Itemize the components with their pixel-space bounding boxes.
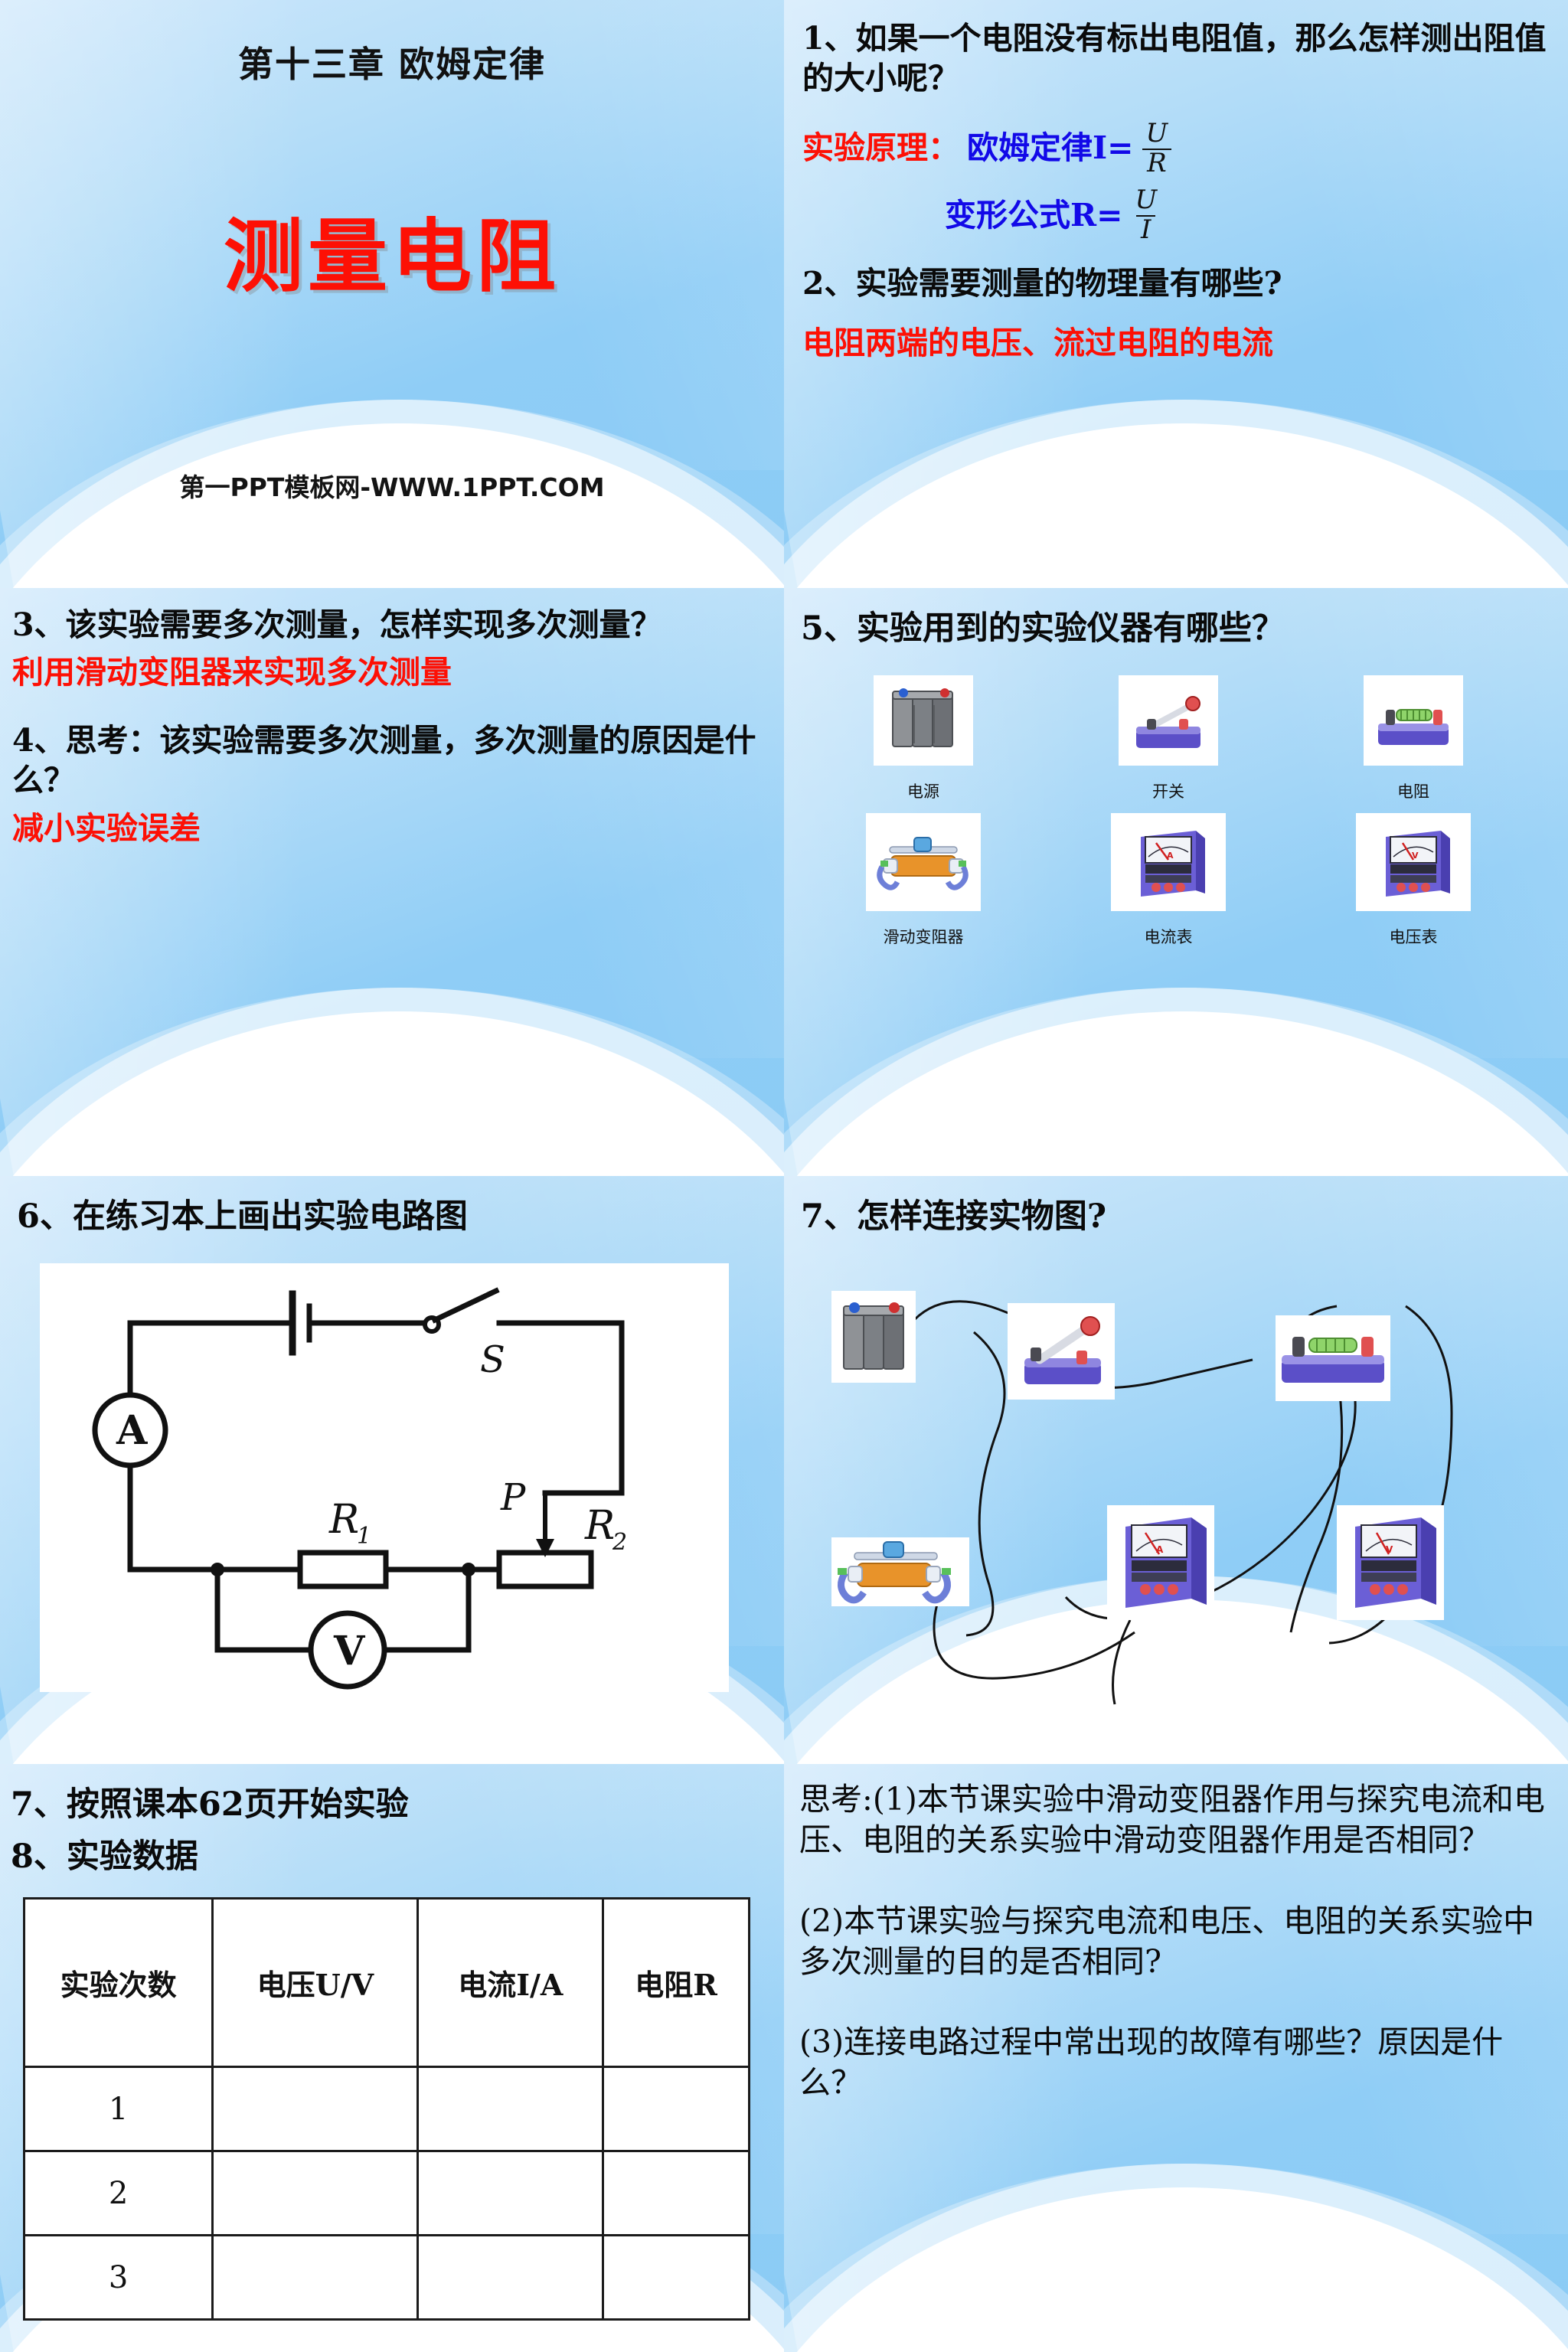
table-row: 1 <box>22 2066 750 2152</box>
apparatus-heading: 5、实验用到的实验仪器有哪些？ <box>801 609 1285 648</box>
thinking-question-1: 思考:(1)本节课实验中滑动变阻器作用与探究电流和电压、电阻的关系实验中滑动变阻… <box>799 1781 1545 1859</box>
battery-icon <box>874 675 973 766</box>
apparatus-label: 滑动变阻器 <box>883 928 964 946</box>
derived-formula-label: 变形公式R= <box>945 196 1123 234</box>
answer-4-text: 减小实验误差 <box>12 809 201 847</box>
switch-icon <box>1119 675 1218 766</box>
slide-apparatus: 5、实验用到的实验仪器有哪些？ <box>784 588 1568 1176</box>
fraction-u-over-i: U I <box>1130 187 1161 243</box>
formula-row-2: 变形公式R= U I <box>802 187 1548 243</box>
slide-circuit-diagram: 6、在练习本上画出实验电路图 <box>0 1176 784 1764</box>
apparatus-item-voltmeter[interactable]: V 电压表 <box>1291 813 1536 951</box>
page-title: 测量电阻 <box>223 210 560 303</box>
chapter-heading: 第十三章 欧姆定律 <box>237 44 546 85</box>
thinking-question-2: (2)本节课实验与探究电流和电压、电阻的关系实验中多次测量的目的是否相同? <box>799 1902 1535 1980</box>
switch-icon <box>1008 1303 1115 1400</box>
table-row: 2 <box>22 2150 750 2236</box>
experiment-step-line: 7、按照课本62页开始实验 <box>11 1785 409 1824</box>
circuit-heading: 6、在练习本上画出实验电路图 <box>17 1197 468 1236</box>
cell-current[interactable] <box>416 2066 605 2152</box>
slide-data-table: 7、按照课本62页开始实验 8、实验数据 实验次数 电压U/V 电流I/A 电阻… <box>0 1764 784 2352</box>
cell-voltage[interactable] <box>211 2066 420 2152</box>
ammeter-icon: A <box>1107 1505 1214 1620</box>
question-1-text: 1、如果一个电阻没有标出电阻值，那么怎样测出阻值的大小呢？ <box>802 20 1547 97</box>
svg-text:2: 2 <box>612 1529 627 1556</box>
apparatus-item-power[interactable]: 电源 <box>801 675 1046 813</box>
wiring-diagram: A V <box>801 1253 1566 1743</box>
question-4-text: 4、思考：该实验需要多次测量，多次测量的原因是什么？ <box>12 721 756 799</box>
apparatus-item-rheostat[interactable]: 滑动变阻器 <box>801 813 1046 951</box>
apparatus-label: 电阻 <box>1397 782 1429 801</box>
fraction-numerator: U <box>1145 117 1168 149</box>
ammeter-icon: A <box>1111 813 1226 911</box>
voltmeter-icon: V <box>1356 813 1471 911</box>
apparatus-grid: 电源 开关 <box>801 675 1536 951</box>
column-header-resistance: 电阻R <box>602 1897 750 2068</box>
column-header-voltage: 电压U/V <box>211 1897 420 2068</box>
cell-current[interactable] <box>416 2234 605 2321</box>
table-row: 3 <box>22 2234 750 2321</box>
svg-text:S: S <box>480 1338 505 1381</box>
voltmeter-icon: V <box>1337 1505 1444 1620</box>
cell-trial-index: 3 <box>22 2234 214 2321</box>
fraction-denominator: I <box>1136 214 1156 243</box>
svg-text:V: V <box>333 1628 366 1674</box>
svg-text:A: A <box>116 1407 148 1454</box>
apparatus-label: 电流表 <box>1144 928 1193 946</box>
cell-resistance[interactable] <box>602 2150 750 2236</box>
resistor-icon <box>1364 675 1463 766</box>
apparatus-item-ammeter[interactable]: A 电流表 <box>1046 813 1291 951</box>
svg-text:A: A <box>1167 851 1174 861</box>
rheostat-icon <box>831 1537 969 1606</box>
formula-row-1: 实验原理： 欧姆定律I= U R <box>802 120 1548 176</box>
thinking-question-3: (3)连接电路过程中常出现的故障有哪些？原因是什么？ <box>799 2024 1504 2102</box>
answer-3-text: 利用滑动变阻器来实现多次测量 <box>12 654 452 691</box>
slide-questions-1-2: 1、如果一个电阻没有标出电阻值，那么怎样测出阻值的大小呢？ 实验原理： 欧姆定律… <box>784 0 1568 588</box>
question-2-text: 2、实验需要测量的物理量有哪些? <box>802 264 1282 302</box>
experiment-data-line: 8、实验数据 <box>11 1838 198 1876</box>
apparatus-item-resistor[interactable]: 电阻 <box>1291 675 1536 813</box>
cell-resistance[interactable] <box>602 2234 750 2321</box>
svg-text:1: 1 <box>357 1523 371 1550</box>
circuit-diagram: S A V R 1 R 2 P <box>40 1263 729 1692</box>
fraction-u-over-r: U R <box>1142 120 1173 176</box>
slide-title: 第十三章 欧姆定律 测量电阻 第一PPT模板网-WWW.1PPT.COM <box>0 0 784 588</box>
battery-icon <box>831 1291 916 1383</box>
wiring-heading: 7、怎样连接实物图? <box>801 1197 1107 1236</box>
slide-questions-3-4: 3、该实验需要多次测量，怎样实现多次测量？ 利用滑动变阻器来实现多次测量 4、思… <box>0 588 784 1176</box>
cell-voltage[interactable] <box>211 2150 420 2236</box>
resistor-icon <box>1276 1315 1390 1401</box>
svg-text:V: V <box>1412 851 1419 861</box>
watermark-text: 第一PPT模板网-WWW.1PPT.COM <box>179 472 605 502</box>
svg-text:V: V <box>1386 1544 1393 1555</box>
apparatus-label: 开关 <box>1152 782 1184 801</box>
svg-text:R: R <box>584 1503 615 1549</box>
svg-text:P: P <box>500 1476 526 1519</box>
apparatus-label: 电源 <box>907 782 939 801</box>
fraction-denominator: R <box>1142 148 1171 177</box>
svg-text:R: R <box>328 1497 359 1543</box>
apparatus-label: 电压表 <box>1389 928 1438 946</box>
slide-thinking-questions: 思考:(1)本节课实验中滑动变阻器作用与探究电流和电压、电阻的关系实验中滑动变阻… <box>784 1764 1568 2352</box>
column-header-trial: 实验次数 <box>22 1897 214 2068</box>
rheostat-icon <box>866 813 981 911</box>
principle-label: 实验原理： <box>802 129 959 167</box>
fraction-numerator: U <box>1135 185 1158 216</box>
column-header-current: 电流I/A <box>416 1897 605 2068</box>
apparatus-item-switch[interactable]: 开关 <box>1046 675 1291 813</box>
cell-resistance[interactable] <box>602 2066 750 2152</box>
cell-voltage[interactable] <box>211 2234 420 2321</box>
experiment-data-table: 实验次数 电压U/V 电流I/A 电阻R 1 2 <box>22 1897 750 2321</box>
spacer <box>12 701 767 720</box>
answer-2-text: 电阻两端的电压、流过电阻的电流 <box>802 325 1273 362</box>
table-header-row: 实验次数 电压U/V 电流I/A 电阻R <box>22 1897 750 2068</box>
svg-text:A: A <box>1156 1544 1164 1555</box>
cell-trial-index: 1 <box>22 2066 214 2152</box>
question-3-text: 3、该实验需要多次测量，怎样实现多次测量？ <box>12 606 662 643</box>
cell-current[interactable] <box>416 2150 605 2236</box>
ohms-law-label: 欧姆定律I= <box>967 129 1134 167</box>
cell-trial-index: 2 <box>22 2150 214 2236</box>
slide-real-wiring: 7、怎样连接实物图? <box>784 1176 1568 1764</box>
